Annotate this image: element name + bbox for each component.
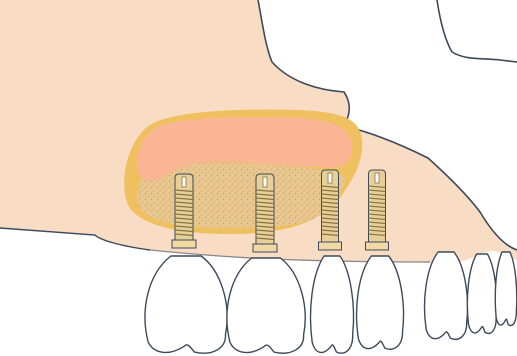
dental-implant	[319, 170, 342, 250]
dental-implant	[172, 174, 196, 248]
natural-tooth-crown	[495, 252, 517, 326]
nasal-contour	[437, 0, 517, 62]
dental-implant	[366, 170, 389, 250]
implant-abutment	[172, 240, 196, 248]
implant-slot	[375, 173, 379, 183]
implant-abutment	[253, 244, 277, 252]
implant-crown	[357, 256, 404, 349]
implant-slot	[182, 177, 186, 187]
implant-abutment	[366, 242, 389, 250]
natural-tooth-crown	[425, 252, 468, 339]
natural-tooth-crown	[467, 254, 496, 333]
implant-slot	[328, 173, 332, 183]
implant-crown	[145, 256, 227, 353]
implant-abutment	[319, 242, 342, 250]
implant-crown	[227, 258, 305, 353]
crowns-layer	[145, 252, 517, 353]
implant-slot	[263, 177, 267, 187]
implant-crown	[311, 256, 354, 353]
dental-implant	[253, 174, 277, 252]
